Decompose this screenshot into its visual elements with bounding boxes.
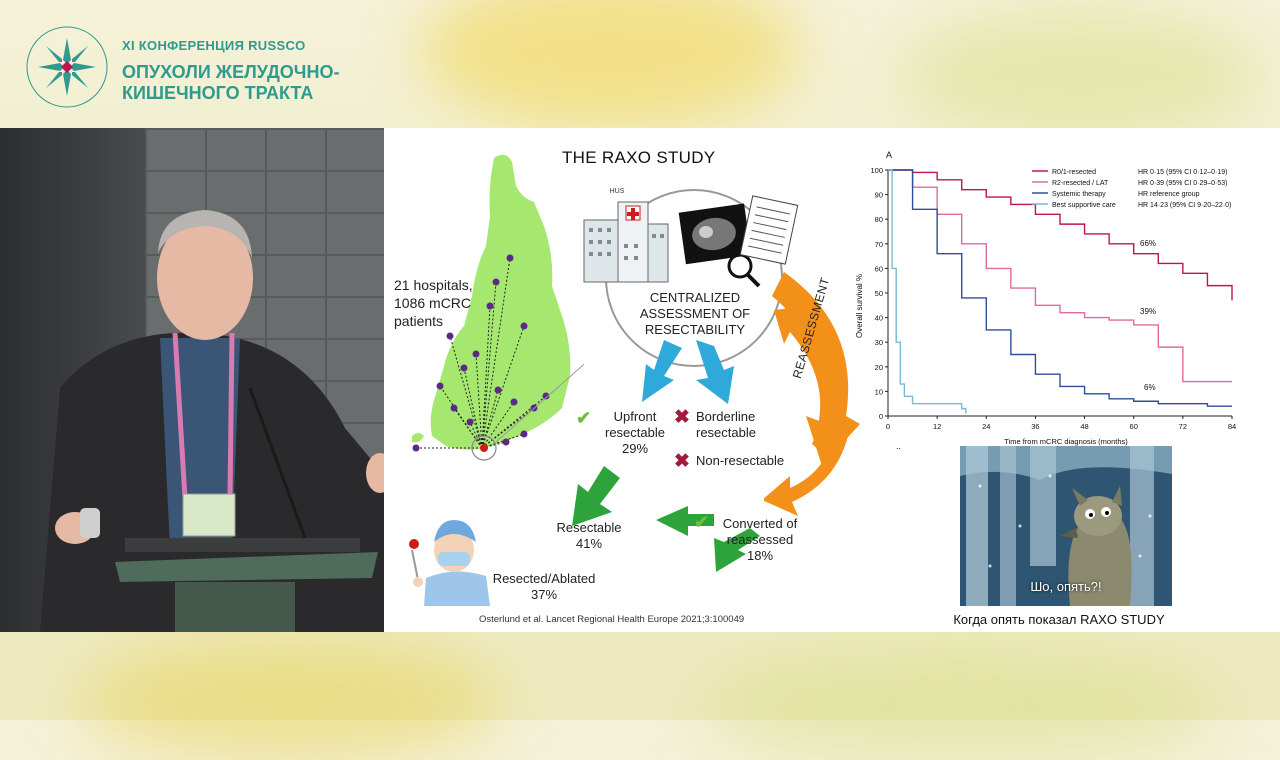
hospitals-label: 21 hospitals, 1086 mCRC patients: [394, 276, 473, 330]
speaker-video: [0, 128, 384, 632]
y-tick-label: 30: [875, 338, 883, 347]
check-icon: ✔: [576, 408, 592, 428]
meme-illustration: [960, 446, 1172, 606]
legend-hr: HR 14·23 (95% CI 9·20–22·0): [1138, 202, 1231, 209]
x-tick-label: 24: [982, 422, 990, 431]
x-tick-label: 72: [1179, 422, 1187, 431]
russco-logo: [24, 24, 110, 110]
x-tick-label: 60: [1130, 422, 1138, 431]
y-axis-label: Overall survival %: [855, 274, 864, 338]
background-blob: [80, 640, 500, 760]
survival-line: [888, 169, 1232, 383]
background-blob: [900, 10, 1260, 140]
borderline-line-1: Borderline: [696, 409, 756, 424]
central-line-2: ASSESSMENT OF: [639, 306, 751, 321]
y-tick-label: 20: [875, 363, 883, 372]
upfront-pct: 29%: [621, 441, 649, 456]
panel-label: A: [886, 150, 892, 160]
slide-title: THE RAXO STUDY: [562, 148, 716, 167]
finland-map: [412, 154, 584, 461]
assessment-circle: [583, 189, 799, 367]
resected-ablated-label: Resected/Ablated 37%: [484, 571, 604, 603]
x-axis-label: Time from mCRC diagnosis (months): [1004, 437, 1128, 446]
reassessment-arrows: [764, 272, 860, 516]
legend: R0/1-resected HR 0·15 (95% CI 0·12–0·19) R…: [1032, 169, 1231, 209]
speaker-figure: [40, 210, 384, 632]
annotation-66: 66%: [1140, 239, 1156, 248]
resectable-label: Resectable 41%: [546, 520, 632, 552]
borderline-line-2: resectable: [696, 425, 756, 440]
resectable-pct: 41%: [575, 536, 603, 551]
meme-caption: Шо, опять?!: [1030, 579, 1102, 594]
y-tick-label: 100: [870, 166, 883, 175]
meme-image: Шо, опять?!: [960, 446, 1172, 606]
hospitals-line-1: 21 hospitals,: [394, 277, 473, 293]
conference-name: XI КОНФЕРЕНЦИЯ RUSSCO: [122, 38, 306, 53]
title-line-2: КИШЕЧНОГО ТРАКТА: [122, 83, 314, 103]
annotation-39: 39%: [1140, 307, 1156, 316]
legend-hr: HR 0·39 (95% CI 0·29–0·53): [1138, 180, 1228, 187]
survival-lines: [888, 169, 1233, 414]
meme-label: Когда опять показал RAXO STUDY: [953, 612, 1165, 627]
green-arrows: [572, 466, 760, 572]
presentation-slide: THE RAXO STUDY: [384, 128, 1280, 632]
surgeon-illustration: [409, 520, 490, 606]
legend-hr: HR reference group: [1138, 191, 1200, 198]
converted-line-1: Converted of: [722, 516, 798, 531]
background-blob: [700, 650, 1220, 760]
blue-arrows: [642, 340, 734, 404]
central-line-1: CENTRALIZED: [649, 290, 741, 305]
legend-name: R2-resected / LAT: [1052, 180, 1109, 187]
converted-pct: 18%: [746, 548, 774, 563]
upfront-resectable-label: Upfront resectable 29%: [580, 409, 690, 457]
y-tick-label: 80: [875, 215, 883, 224]
conference-title: ОПУХОЛИ ЖЕЛУДОЧНО- КИШЕЧНОГО ТРАКТА: [122, 62, 422, 104]
central-line-3: RESECTABILITY: [644, 322, 746, 337]
legend-name: Best supportive care: [1052, 202, 1116, 209]
borderline-resectable-label: Borderline resectable: [696, 409, 756, 441]
x-tick-label: 12: [933, 422, 941, 431]
survival-chart: A Overall survival % Time from mCRC diag…: [855, 150, 1236, 446]
converted-label: Converted of reassessed 18%: [710, 516, 810, 564]
x-tick-label: 0: [886, 422, 890, 431]
y-tick-label: 60: [875, 264, 883, 273]
y-tick-label: 0: [879, 412, 883, 421]
resectable-text: Resectable: [556, 520, 622, 535]
hospitals-line-3: patients: [394, 313, 444, 329]
x-tick-label: 48: [1080, 422, 1088, 431]
y-tick-label: 70: [875, 240, 883, 249]
background-blob: [420, 0, 800, 130]
citation: Osterlund et al. Lancet Regional Health …: [479, 614, 745, 625]
survival-line: [888, 169, 1233, 301]
x-tick-label: 36: [1031, 422, 1039, 431]
legend-name: Systemic therapy: [1052, 191, 1106, 198]
non-resectable-label: Non-resectable: [696, 453, 785, 468]
title-line-1: ОПУХОЛИ ЖЕЛУДОЧНО-: [122, 62, 340, 82]
converted-line-2: reassessed: [726, 532, 794, 547]
y-tick-label: 10: [875, 387, 883, 396]
hus-label: HUS: [609, 188, 625, 195]
cross-icon: ✖: [674, 451, 690, 472]
y-tick-label: 90: [875, 191, 883, 200]
y-tick-label: 40: [875, 314, 883, 323]
cross-icon: ✖: [674, 407, 690, 428]
mark: ..: [896, 441, 902, 451]
legend-name: R0/1-resected: [1052, 169, 1096, 176]
resected-text: Resected/Ablated: [492, 571, 596, 586]
upfront-line-2: resectable: [605, 425, 665, 440]
hospitals-line-2: 1086 mCRC: [394, 295, 472, 311]
upfront-line-1: Upfront: [613, 409, 657, 424]
survival-line: [888, 169, 1232, 407]
resected-pct: 37%: [530, 587, 558, 602]
x-tick-label: 84: [1228, 422, 1236, 431]
check-icon: ✔: [694, 512, 710, 532]
survival-line: [888, 169, 967, 414]
y-tick-label: 50: [875, 289, 883, 298]
legend-hr: HR 0·15 (95% CI 0·12–0·19): [1138, 169, 1228, 176]
central-assessment-label: CENTRALIZED ASSESSMENT OF RESECTABILITY: [610, 290, 780, 338]
annotation-6: 6%: [1144, 383, 1156, 392]
